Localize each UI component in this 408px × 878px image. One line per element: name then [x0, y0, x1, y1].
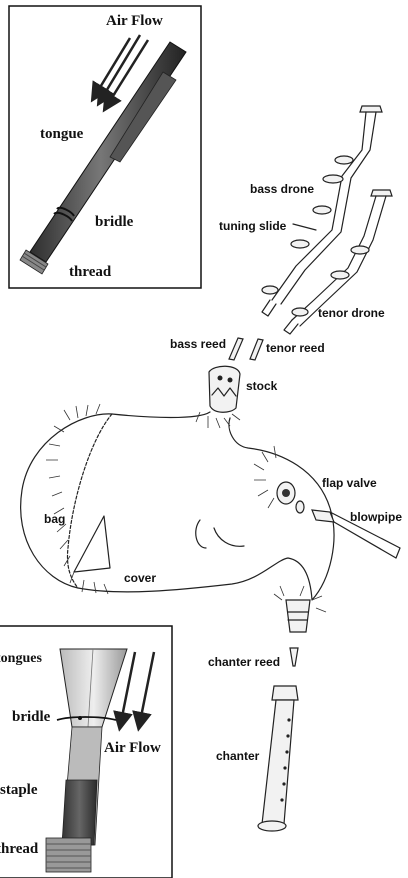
stock-illustration	[209, 366, 240, 412]
chanter-illustration	[258, 686, 298, 831]
bottom-inset-chanter-reed: tongues bridle Air Flow staple thread	[0, 626, 172, 878]
top-inset-drone-reed: Air Flow tongue bridle thread	[9, 6, 201, 288]
thread-label-bottom: thread	[0, 841, 39, 857]
thread-label-top: thread	[69, 264, 112, 280]
tongue-label: tongue	[40, 126, 84, 142]
drone-reeds-illustration	[229, 338, 263, 360]
blowpipe-label: blowpipe	[350, 510, 402, 524]
bag-illustration	[21, 412, 334, 600]
airflow-label-top: Air Flow	[106, 13, 163, 29]
chanter-stock-illustration	[286, 600, 310, 632]
bag-label: bag	[44, 512, 65, 526]
leader-lines	[293, 224, 316, 230]
tuning-slide-label: tuning slide	[219, 219, 287, 233]
tenor-drone-label: tenor drone	[318, 306, 385, 320]
tongues-label: tongues	[0, 651, 42, 666]
tenor-reed-label: tenor reed	[266, 341, 325, 355]
chanter-reed-small	[290, 648, 298, 666]
chanter-label: chanter	[216, 749, 260, 763]
bass-reed-label: bass reed	[170, 337, 226, 351]
fringe-illustration	[46, 404, 326, 612]
stock-label: stock	[246, 379, 278, 393]
airflow-label-bottom: Air Flow	[104, 740, 161, 756]
staple-label: staple	[0, 782, 38, 798]
bass-drone-illustration	[262, 106, 382, 316]
bridle-label-top: bridle	[95, 214, 134, 230]
chanter-reed-label: chanter reed	[208, 655, 280, 669]
cover-label: cover	[124, 571, 156, 585]
bass-drone-label: bass drone	[250, 182, 314, 196]
bridle-label-bottom: bridle	[12, 709, 51, 725]
flap-valve-label: flap valve	[322, 476, 377, 490]
